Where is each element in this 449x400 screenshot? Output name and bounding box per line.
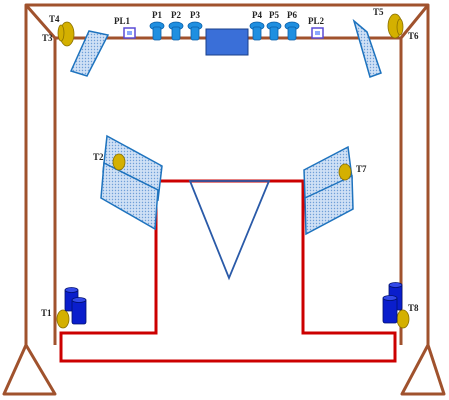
label-PL2: PL2 [308, 16, 325, 26]
frame [2, 3, 446, 396]
barrel-stack-right [382, 282, 403, 324]
label-P4: P4 [252, 10, 262, 20]
tripod-target-icon [387, 13, 404, 39]
label-P2: P2 [171, 10, 181, 20]
projector-icon [187, 21, 203, 41]
center-box [205, 28, 249, 56]
label-P6: P6 [287, 10, 297, 20]
targets [56, 13, 410, 329]
barrel-stack-left [64, 287, 87, 325]
tripod-target-icon [57, 21, 75, 47]
barrel-stack-icon [64, 287, 87, 325]
label-T6: T6 [408, 31, 419, 41]
pointlight-icon [123, 27, 136, 39]
left-foot [2, 343, 57, 396]
center-triangle [188, 180, 271, 281]
panel-top-right [352, 18, 382, 78]
projector-icon [249, 21, 265, 41]
label-P5: P5 [269, 10, 279, 20]
tripod-target-icon [56, 309, 70, 329]
panel-right-lower [304, 174, 354, 236]
frame-crossbar [24, 4, 430, 39]
label-T8: T8 [408, 303, 419, 313]
barrel-stack-icon [382, 282, 403, 324]
panel-left-lower [100, 161, 159, 231]
projector-icon [284, 21, 300, 41]
label-T1: T1 [41, 308, 52, 318]
projector-icon [266, 21, 282, 41]
label-T5: T5 [373, 7, 384, 17]
label-T7: T7 [356, 164, 367, 174]
projector-icon [149, 21, 165, 41]
tripod-target-icon [338, 163, 352, 181]
label-P1: P1 [152, 10, 162, 20]
label-PL1: PL1 [114, 16, 131, 26]
pointlight-icon [311, 27, 324, 39]
label-P3: P3 [190, 10, 200, 20]
label-T3: T3 [42, 33, 53, 43]
tripod-target-icon [112, 153, 126, 171]
frame-outer [24, 3, 430, 345]
label-T4: T4 [49, 14, 60, 24]
projectors [149, 21, 300, 41]
label-T2: T2 [93, 152, 104, 162]
right-foot [400, 343, 446, 396]
panel-top-left [69, 30, 110, 77]
projector-icon [168, 21, 184, 41]
